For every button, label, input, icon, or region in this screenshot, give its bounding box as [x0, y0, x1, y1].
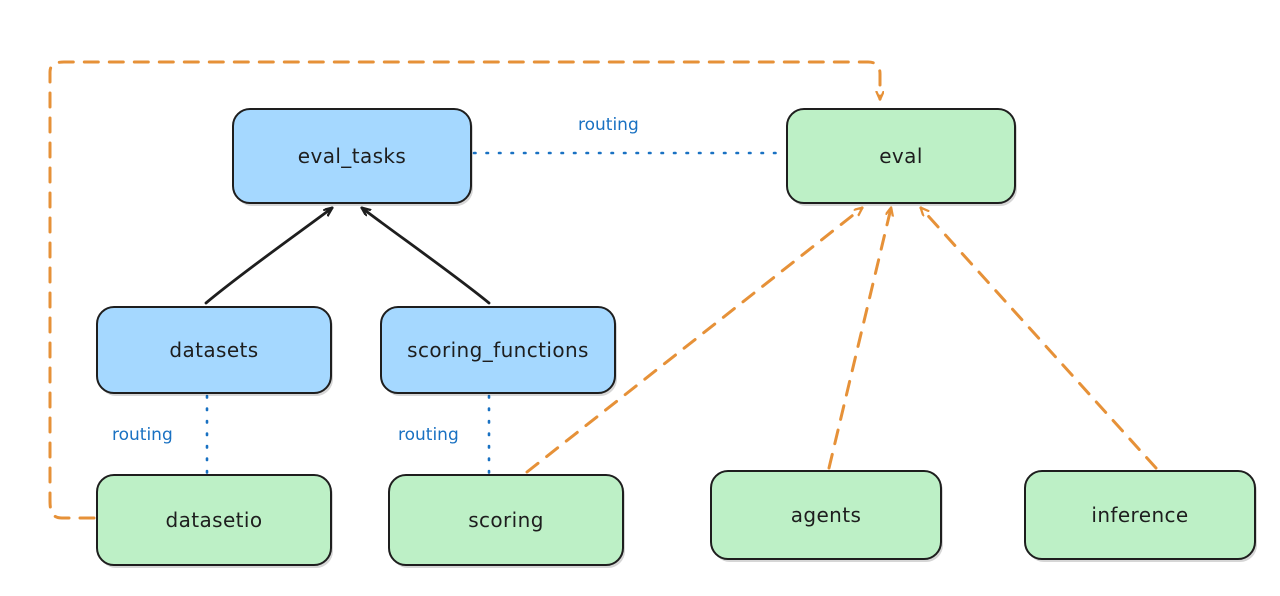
- edge-label-routing-scoring_functions-scoring: routing: [398, 425, 459, 445]
- node-label-datasetio: datasetio: [165, 508, 263, 532]
- node-label-inference: inference: [1091, 503, 1189, 527]
- node-label-eval_tasks: eval_tasks: [297, 144, 407, 168]
- node-inference[interactable]: inference: [1024, 470, 1256, 560]
- node-eval_tasks[interactable]: eval_tasks: [232, 108, 472, 204]
- node-label-eval: eval: [879, 144, 923, 168]
- node-label-agents: agents: [790, 503, 862, 527]
- node-label-scoring_functions: scoring_functions: [407, 338, 589, 362]
- edge-scoring_functions-to-eval_tasks: [362, 208, 491, 305]
- node-scoring_functions[interactable]: scoring_functions: [380, 306, 616, 394]
- node-label-datasets: datasets: [169, 338, 259, 362]
- node-agents[interactable]: agents: [710, 470, 942, 560]
- node-label-scoring: scoring: [468, 508, 544, 532]
- node-scoring[interactable]: scoring: [388, 474, 624, 566]
- node-datasetio[interactable]: datasetio: [96, 474, 332, 566]
- edge-label-routing-eval_tasks-eval: routing: [578, 115, 639, 135]
- node-datasets[interactable]: datasets: [96, 306, 332, 394]
- node-eval[interactable]: eval: [786, 108, 1016, 204]
- edge-label-routing-datasets-datasetio: routing: [112, 425, 173, 445]
- edge-inference-to-eval: [921, 208, 1158, 470]
- edge-datasets-to-eval_tasks: [204, 208, 332, 305]
- edge-agents-to-eval: [827, 208, 891, 470]
